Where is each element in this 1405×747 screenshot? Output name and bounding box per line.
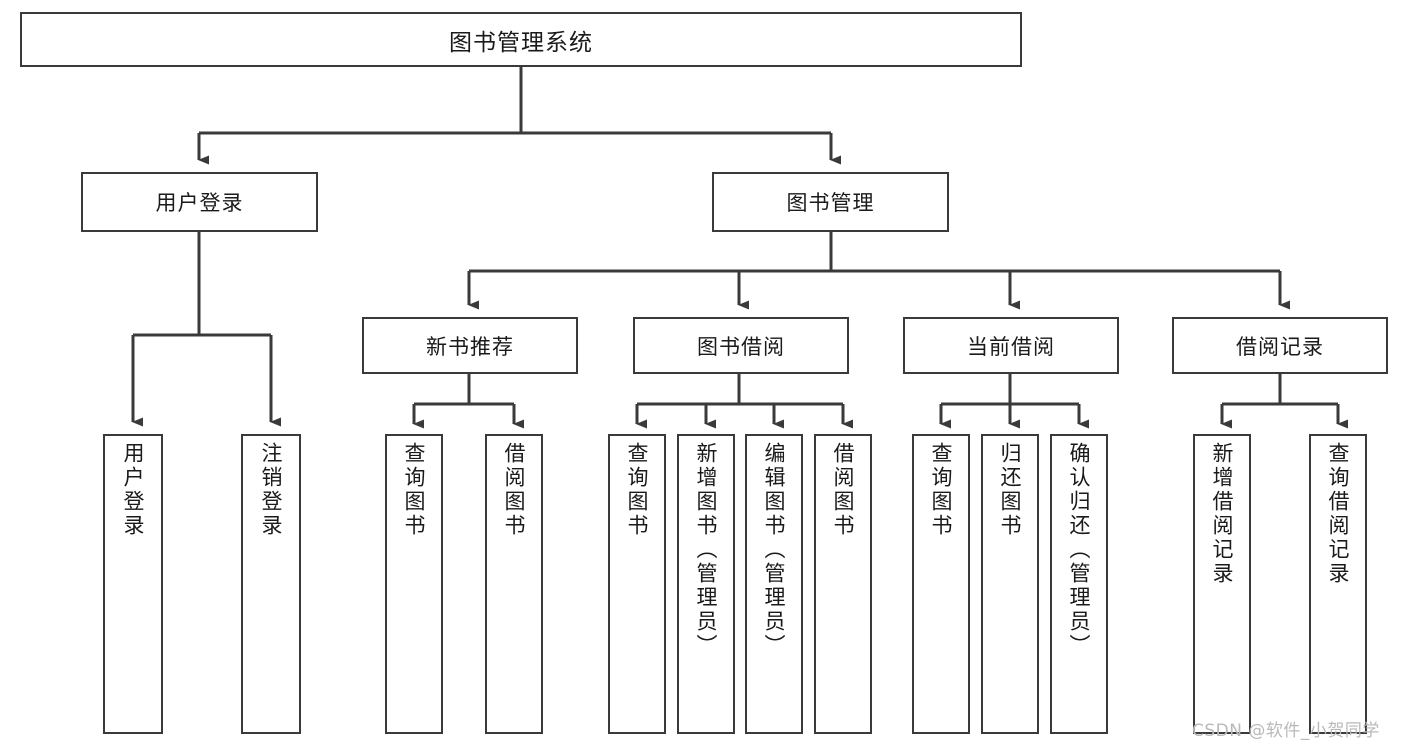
node-leaf-return-book[interactable]: 归还图书: [981, 434, 1039, 734]
node-leaf-confirm-return[interactable]: 确认归还（管理员）: [1050, 434, 1108, 734]
node-current-borrow-label: 当前借阅: [967, 334, 1055, 359]
node-root-label: 图书管理系统: [449, 29, 593, 56]
node-leaf-return-book-label: 归还图书: [998, 442, 1023, 538]
node-current-borrow[interactable]: 当前借阅: [903, 317, 1119, 374]
node-leaf-query-book-3[interactable]: 查询图书: [912, 434, 970, 734]
node-leaf-confirm-return-label: 确认归还（管理员）: [1067, 442, 1092, 658]
node-book-manage[interactable]: 图书管理: [712, 172, 949, 232]
node-root[interactable]: 图书管理系统: [20, 12, 1022, 67]
node-leaf-query-book-1-label: 查询图书: [402, 442, 427, 538]
node-leaf-user-login[interactable]: 用户登录: [103, 434, 163, 734]
node-leaf-user-logout-label: 注销登录: [259, 442, 284, 538]
node-user-login-label: 用户登录: [155, 191, 244, 215]
node-leaf-query-book-2-label: 查询图书: [625, 442, 650, 538]
node-leaf-borrow-book-1-label: 借阅图书: [502, 442, 527, 538]
node-leaf-add-book[interactable]: 新增图书（管理员）: [677, 434, 735, 734]
node-leaf-user-logout[interactable]: 注销登录: [241, 434, 301, 734]
node-leaf-borrow-book-1[interactable]: 借阅图书: [485, 434, 543, 734]
node-book-borrow[interactable]: 图书借阅: [633, 317, 849, 374]
node-leaf-edit-book[interactable]: 编辑图书（管理员）: [745, 434, 803, 734]
node-new-book-recommend-label: 新书推荐: [426, 334, 514, 359]
node-book-borrow-label: 图书借阅: [697, 334, 785, 359]
node-leaf-add-record[interactable]: 新增借阅记录: [1193, 434, 1251, 734]
csdn-watermark: CSDN @软件_小贺同学: [1192, 721, 1380, 741]
node-book-manage-label: 图书管理: [786, 191, 875, 215]
node-leaf-query-record[interactable]: 查询借阅记录: [1309, 434, 1367, 734]
node-leaf-user-login-label: 用户登录: [121, 442, 146, 538]
node-leaf-borrow-book-2-label: 借阅图书: [831, 442, 856, 538]
node-leaf-edit-book-label: 编辑图书（管理员）: [762, 442, 787, 658]
node-borrow-record[interactable]: 借阅记录: [1172, 317, 1388, 374]
node-leaf-borrow-book-2[interactable]: 借阅图书: [814, 434, 872, 734]
node-user-login[interactable]: 用户登录: [81, 172, 318, 232]
node-leaf-query-book-1[interactable]: 查询图书: [385, 434, 443, 734]
node-leaf-add-book-label: 新增图书（管理员）: [694, 442, 719, 658]
node-leaf-query-book-3-label: 查询图书: [929, 442, 954, 538]
node-leaf-add-record-label: 新增借阅记录: [1210, 442, 1235, 586]
node-leaf-query-record-label: 查询借阅记录: [1326, 442, 1351, 586]
node-borrow-record-label: 借阅记录: [1236, 334, 1324, 359]
node-new-book-recommend[interactable]: 新书推荐: [362, 317, 578, 374]
node-leaf-query-book-2[interactable]: 查询图书: [608, 434, 666, 734]
